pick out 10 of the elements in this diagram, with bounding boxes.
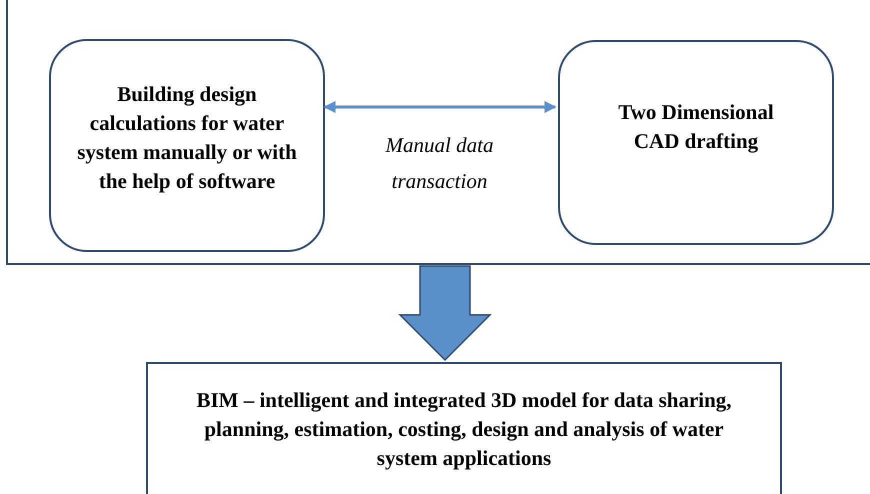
process-box bbox=[558, 40, 834, 245]
double-arrow bbox=[324, 101, 556, 113]
block-arrow bbox=[398, 265, 492, 362]
process-box bbox=[49, 39, 325, 252]
process-box bbox=[146, 362, 782, 494]
edge-label: Manual data transaction bbox=[384, 132, 494, 195]
node-text: Building design calculations for water system manually or with the help of software bbox=[76, 80, 298, 194]
frame-box bbox=[6, 0, 870, 265]
node-text: Two Dimensional CAD drafting bbox=[617, 99, 775, 155]
node-text: BIM – intelligent and integrated 3D model for data sharing, planning, estimation, costing, design and analysis of water system applications bbox=[195, 387, 733, 472]
